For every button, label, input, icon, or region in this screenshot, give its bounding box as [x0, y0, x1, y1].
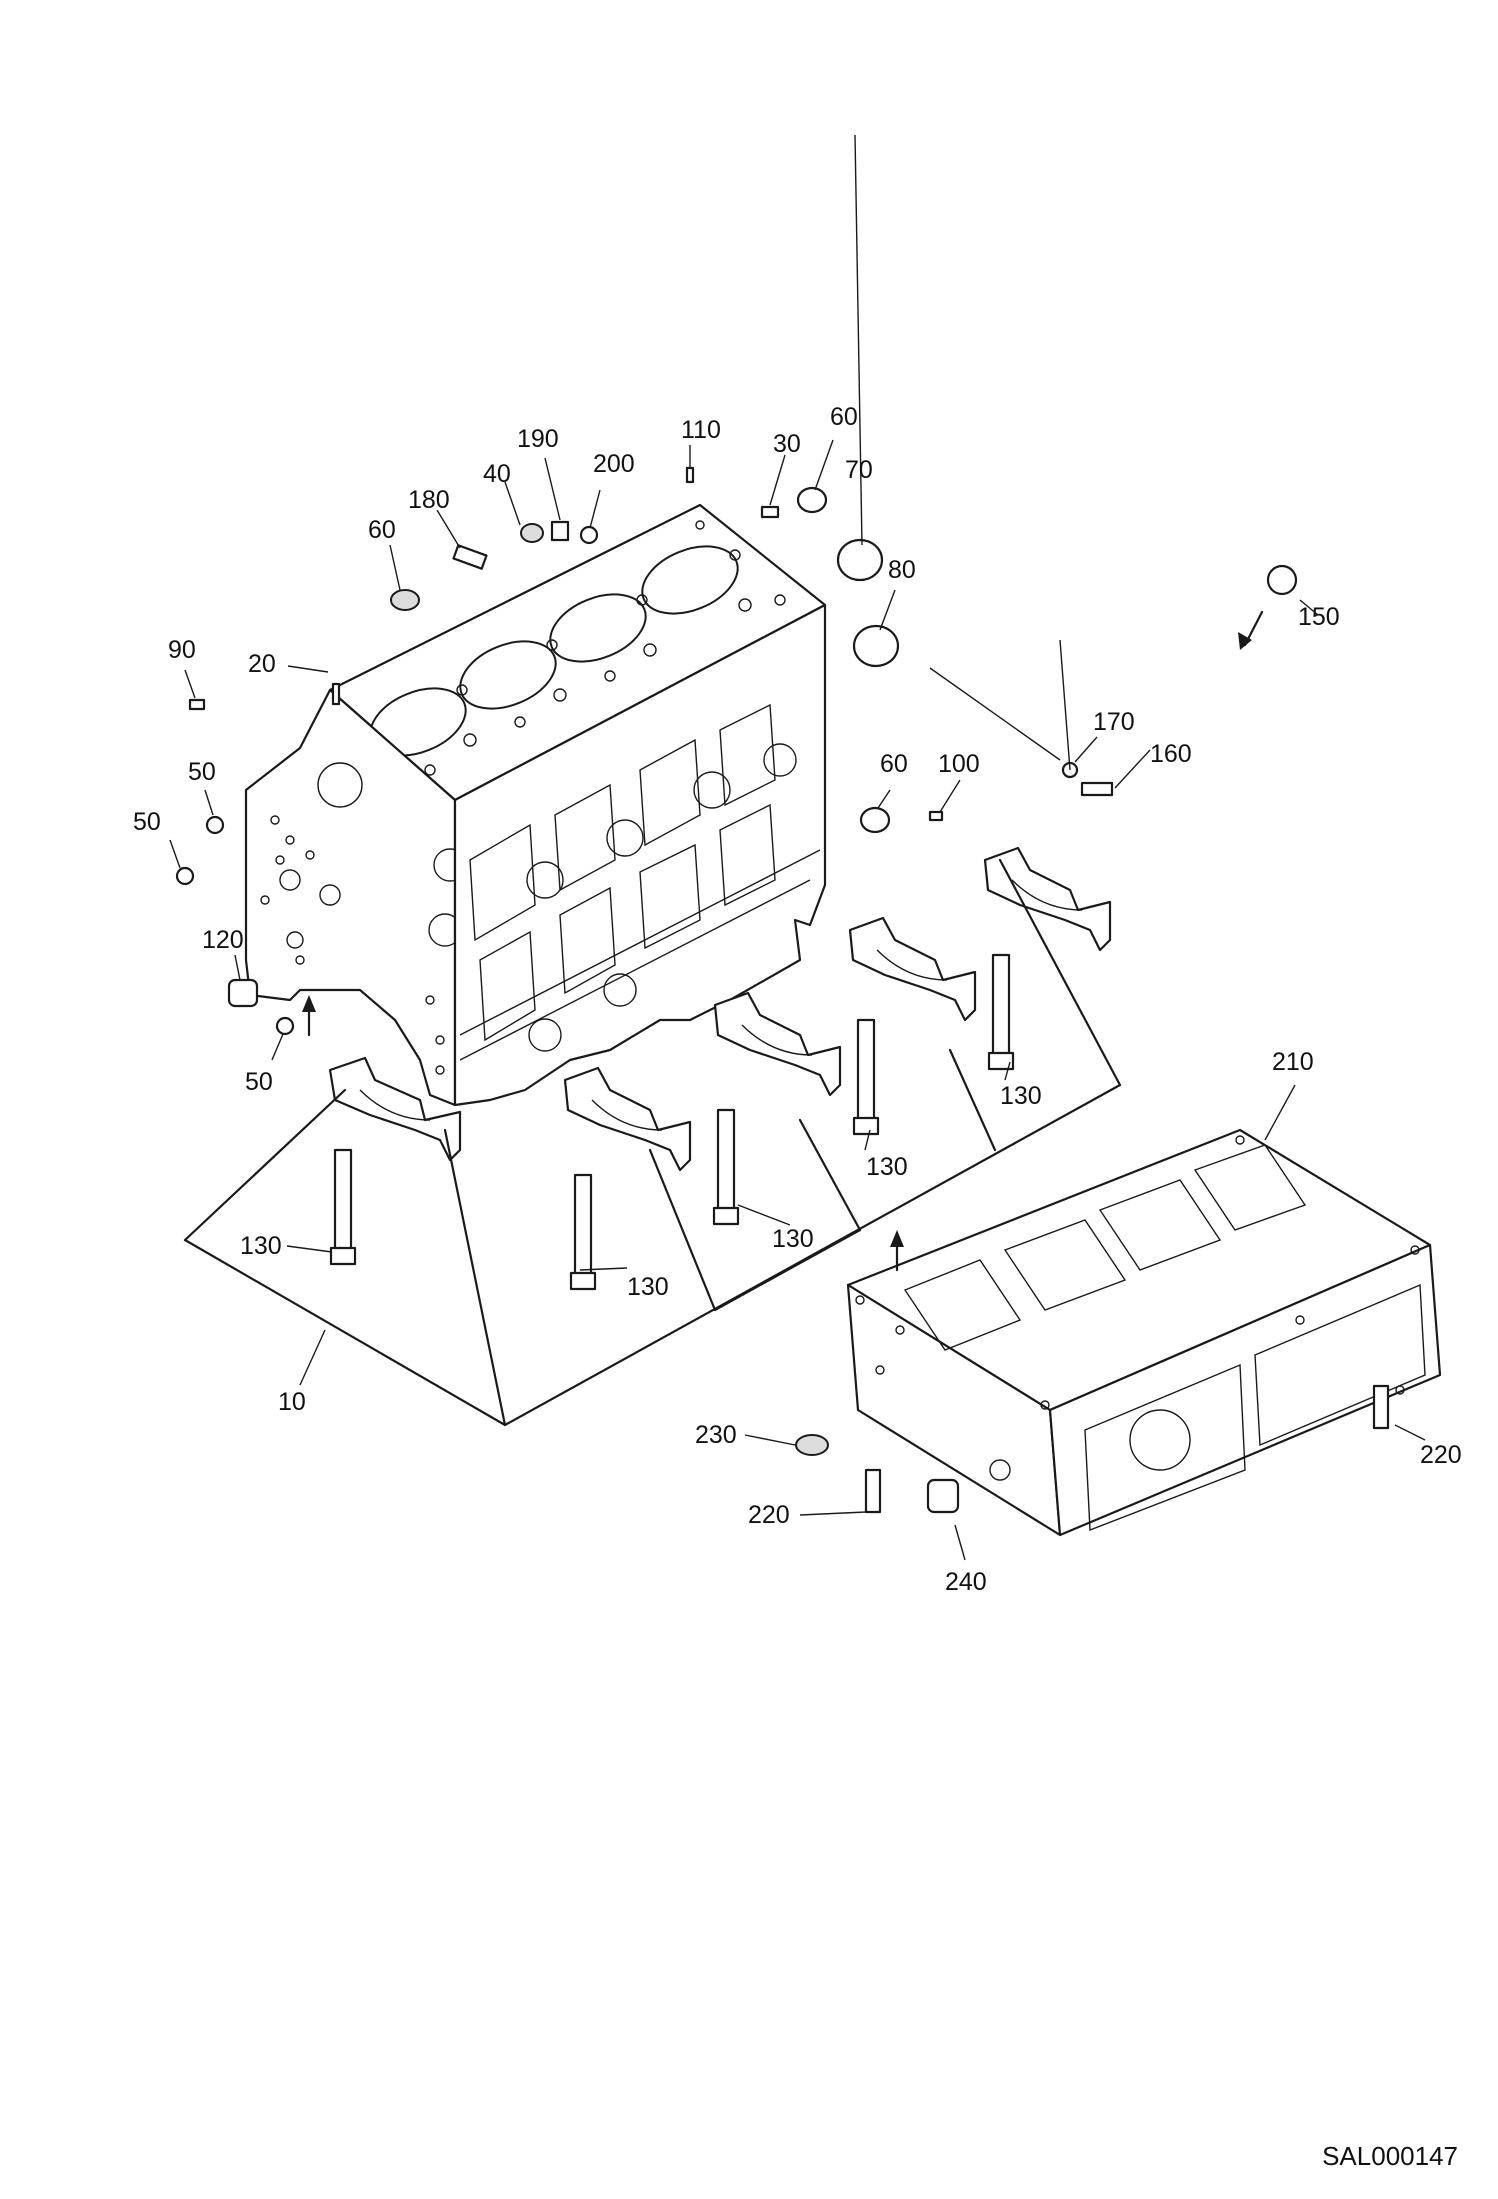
plug-50-lower: [175, 866, 195, 886]
callout-30: 30: [773, 430, 801, 458]
callout-100: 100: [938, 750, 980, 778]
bolt-130-e: [987, 953, 1015, 1071]
bore-4: [641, 545, 739, 615]
leader-lines: [169, 134, 1426, 1561]
block-side-face: [453, 603, 827, 1107]
callout-130-e: 130: [1000, 1082, 1042, 1110]
bolt-130-c: [712, 1108, 740, 1226]
frame-cells: [903, 1144, 1426, 1532]
callout-60-top: 60: [830, 403, 858, 431]
plug-80: [852, 624, 900, 668]
bore-2: [459, 640, 557, 710]
sensor-150: [1266, 564, 1298, 596]
callout-240: 240: [945, 1568, 987, 1596]
ladder-frame-210: [846, 1128, 1442, 1537]
callout-60-side: 60: [880, 750, 908, 778]
plug-70: [836, 538, 884, 582]
bolt-130-a: [329, 1148, 357, 1266]
cylinder-block: [244, 503, 827, 1107]
callout-210: 210: [1272, 1048, 1314, 1076]
callout-130-c: 130: [772, 1225, 814, 1253]
pin-100: [928, 810, 944, 822]
bushing-240: [926, 1478, 960, 1514]
callout-200: 200: [593, 450, 635, 478]
bearing-cap-3: [713, 991, 842, 1097]
bolt-130-b: [569, 1173, 597, 1291]
arrow-head-150: [1238, 632, 1252, 650]
callout-190: 190: [517, 425, 559, 453]
side-ribs: [459, 703, 821, 1061]
arrows: [302, 610, 1264, 1272]
arrow-head-frame: [890, 1230, 904, 1247]
cap-bolts-130: [329, 953, 1015, 1291]
callout-50-upper: 50: [188, 758, 216, 786]
bearing-cap-5: [983, 846, 1112, 952]
bearing-cap-2: [563, 1066, 692, 1172]
plug-60-left: [390, 589, 420, 611]
callout-150: 150: [1298, 603, 1340, 631]
callout-70: 70: [845, 456, 873, 484]
bolt-160: [1080, 781, 1114, 797]
callout-220-left: 220: [748, 1501, 790, 1529]
drawing-id-code: SAL000147: [1322, 2141, 1458, 2171]
arrow-head-front: [302, 995, 316, 1012]
bushing-120: [227, 978, 259, 1008]
callout-170: 170: [1093, 708, 1135, 736]
fitting-190: [550, 520, 570, 542]
bolt-220-left: [864, 1468, 882, 1514]
callout-130-d: 130: [866, 1153, 908, 1181]
callout-180: 180: [408, 486, 450, 514]
callout-60-left: 60: [368, 516, 396, 544]
callout-130-a: 130: [240, 1232, 282, 1260]
callout-120: 120: [202, 926, 244, 954]
callout-labels: 110 190 200 30 60 70 40 180 60 80 150 90…: [133, 403, 1462, 1596]
callout-130-b: 130: [627, 1273, 669, 1301]
bolt-130-d: [852, 1018, 880, 1136]
bearing-caps: [328, 846, 1112, 1172]
callout-160: 160: [1150, 740, 1192, 768]
callout-230: 230: [695, 1421, 737, 1449]
plug-50-bottom: [275, 1016, 295, 1036]
washer-200: [579, 525, 599, 545]
group-bracket-10: [183, 858, 1122, 1427]
bore-3: [549, 593, 647, 663]
small-parts: [175, 466, 1390, 1514]
callout-50-lower: 50: [133, 808, 161, 836]
screw-30: [760, 505, 780, 519]
bearing-cap-1: [328, 1056, 462, 1162]
fitting-180: [452, 544, 488, 570]
pin-110: [685, 466, 695, 484]
plug-60-top: [796, 486, 828, 514]
plug-50-upper: [205, 815, 225, 835]
plug-40: [520, 523, 544, 543]
dowel-20: [331, 682, 341, 706]
plug-230: [795, 1434, 829, 1456]
pin-90: [188, 698, 206, 711]
frame-holes: [855, 1135, 1420, 1481]
plug-60-side: [859, 806, 891, 834]
bolt-220-right: [1372, 1384, 1390, 1430]
callout-40: 40: [483, 460, 511, 488]
front-face-holes: [260, 762, 467, 1075]
callout-50-bottom: 50: [245, 1068, 273, 1096]
callout-220-right: 220: [1420, 1441, 1462, 1469]
bearing-cap-4: [848, 916, 977, 1022]
callout-90: 90: [168, 636, 196, 664]
callout-10: 10: [278, 1388, 306, 1416]
callout-80: 80: [888, 556, 916, 584]
callout-20: 20: [248, 650, 276, 678]
callout-110: 110: [681, 416, 721, 444]
